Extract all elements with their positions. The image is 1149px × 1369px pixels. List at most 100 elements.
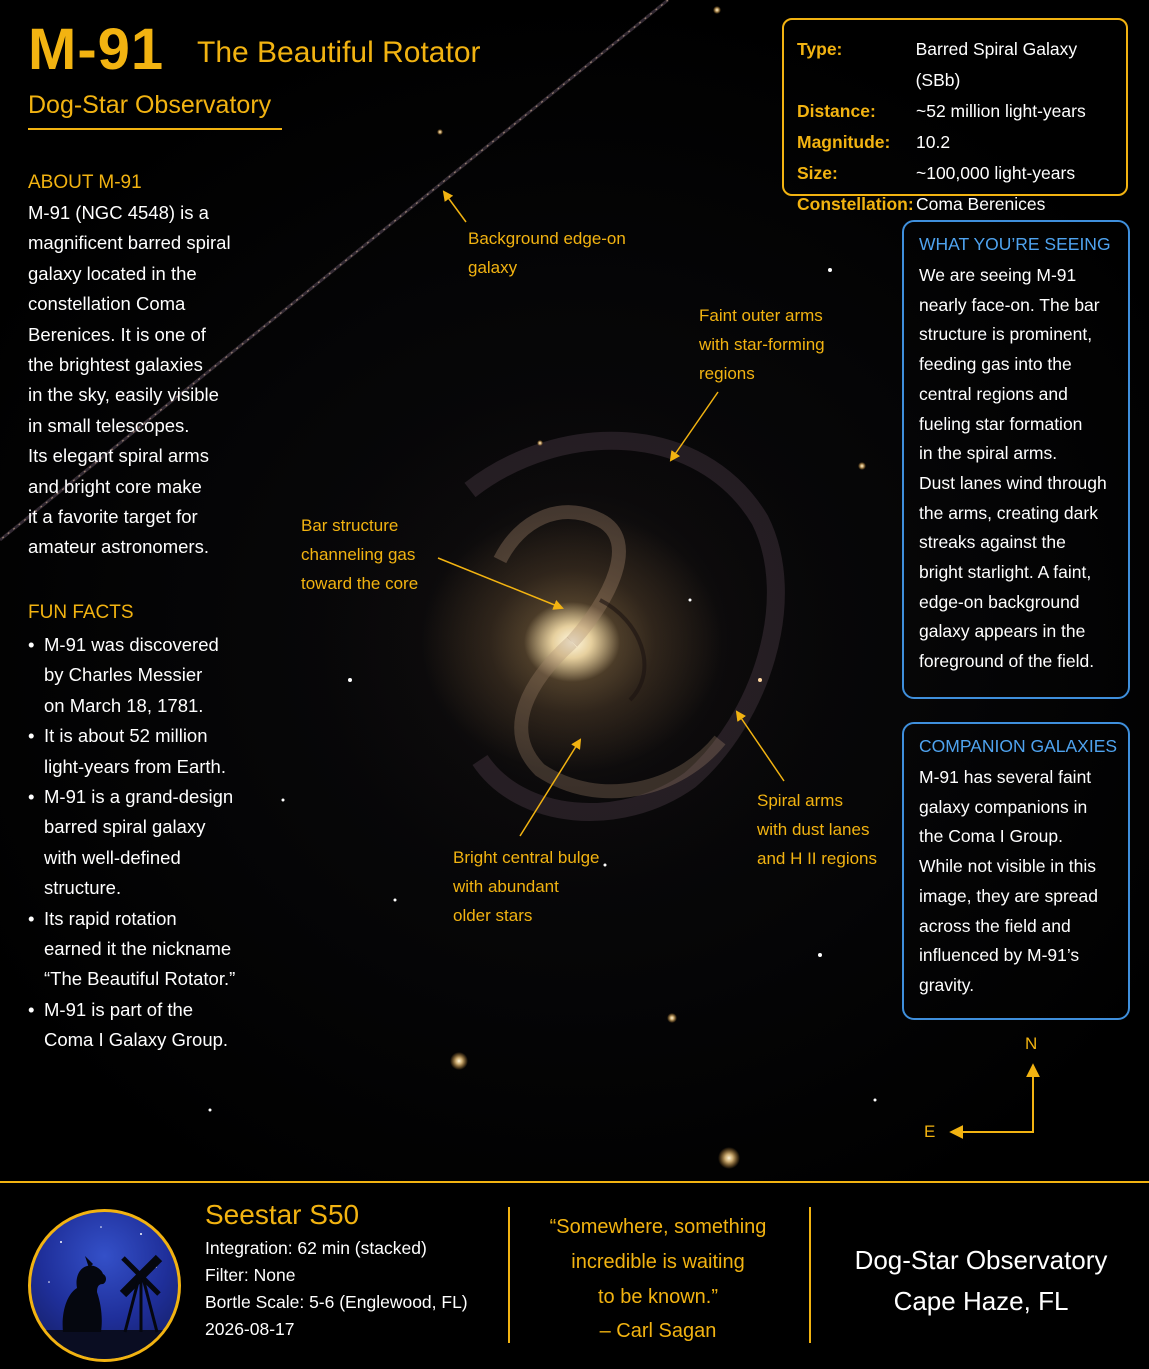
observatory-logo <box>28 1209 181 1362</box>
integration-time: Integration: 62 min (stacked) <box>205 1238 427 1258</box>
seeing-line: Dust lanes wind through <box>919 472 1107 493</box>
star <box>718 1147 740 1169</box>
seeing-line: fueling star formation <box>919 413 1083 434</box>
arrow-bar <box>437 557 564 610</box>
companions-line: across the field and <box>919 915 1071 936</box>
info-label: Constellation: <box>797 194 914 214</box>
seeing-line: central regions and <box>919 383 1068 404</box>
annotation-line: Bar structure <box>301 516 399 535</box>
star <box>873 1098 877 1102</box>
footer-divider <box>809 1207 811 1343</box>
fact-line: Coma I Galaxy Group. <box>44 1029 229 1051</box>
fun-fact-item: Its rapid rotation earned it the nicknam… <box>28 904 268 995</box>
fact-line: on March 18, 1781. <box>44 694 204 716</box>
annotation-line: Background edge-on <box>468 229 626 248</box>
star <box>537 440 543 446</box>
fact-line: It is about 52 million <box>44 725 208 747</box>
star <box>818 953 822 957</box>
star <box>393 898 397 902</box>
info-label: Distance: <box>797 101 876 121</box>
info-value: Barred Spiral Galaxy (SBb) <box>915 39 1078 90</box>
seeing-heading: WHAT YOU’RE SEEING <box>919 234 1111 254</box>
telescope-name: Seestar S50 <box>205 1199 360 1230</box>
star <box>450 1052 468 1070</box>
observatory-subtitle: Dog-Star Observatory <box>28 91 282 130</box>
info-value: 10.2 <box>916 132 951 152</box>
galaxy-image <box>0 0 1040 1169</box>
info-value: Coma Berenices <box>916 194 1046 214</box>
about-text: M-91 (NGC 4548) is a magnificent barred … <box>28 198 268 563</box>
fact-line: M-91 is part of the <box>44 998 194 1020</box>
annotation-line: Faint outer arms <box>699 306 823 325</box>
about-line: M-91 (NGC 4548) is a <box>28 202 209 223</box>
info-value: ~52 million light-years <box>916 101 1086 121</box>
seeing-line: in the spiral arms. <box>919 443 1058 464</box>
fact-line: “The Beautiful Rotator.” <box>44 968 236 990</box>
info-row-magnitude: Magnitude: 10.2 <box>797 127 1126 158</box>
compass-east-label: E <box>924 1122 936 1141</box>
arrow-bulge <box>519 738 582 837</box>
about-line: in small telescopes. <box>28 414 190 436</box>
about-line: Its elegant spiral arms <box>28 445 209 467</box>
quote-author: – Carl Sagan <box>599 1320 717 1343</box>
edge-on-galaxy-core <box>0 0 669 541</box>
companions-line: While not visible in this <box>919 856 1097 877</box>
fact-line: earned it the nickname <box>44 938 232 960</box>
fun-fact-item: M-91 is part of the Coma I Galaxy Group. <box>28 995 268 1056</box>
footer: Seestar S50 Integration: 62 min (stacked… <box>0 1181 1149 1369</box>
companions-line: image, they are spread <box>919 885 1098 906</box>
fact-line: by Charles Messier <box>44 664 203 686</box>
info-row-type: Type: Barred Spiral Galaxy (SBb) <box>797 34 1126 96</box>
fact-line: with well-defined <box>44 846 181 868</box>
arrow-outer-arms <box>669 391 719 462</box>
fun-fact-item: M-91 was discovered by Charles Messier o… <box>28 630 268 721</box>
seeing-line: feeding gas into the <box>919 354 1072 375</box>
quote-line: “Somewhere, something <box>549 1216 767 1238</box>
footer-divider <box>508 1207 510 1343</box>
seeing-line: the arms, creating dark <box>919 502 1098 523</box>
fact-line: light-years from Earth. <box>44 755 226 777</box>
quote-line: to be known.” <box>597 1285 719 1308</box>
info-label: Magnitude: <box>797 132 891 152</box>
about-line: galaxy located in the <box>28 262 197 284</box>
star <box>688 598 692 602</box>
info-row-distance: Distance: ~52 million light-years <box>797 96 1126 127</box>
about-line: constellation Coma <box>28 293 186 315</box>
arrow-background-galaxy <box>442 190 467 223</box>
companions-line: galaxy companions in <box>919 796 1088 817</box>
star <box>828 268 832 272</box>
seeing-line: nearly face-on. The bar <box>919 294 1100 315</box>
fact-line: barred spiral galaxy <box>44 816 206 838</box>
info-value: ~100,000 light-years <box>916 163 1076 183</box>
capture-date: 2026-08-17 <box>205 1319 295 1339</box>
about-line: Berenices. It is one of <box>28 323 206 345</box>
fact-line: M-91 was discovered <box>44 634 219 655</box>
info-row-size: Size: ~100,000 light-years <box>797 158 1126 189</box>
dog-telescope-icon <box>31 1226 178 1359</box>
seeing-line: edge-on background <box>919 591 1080 612</box>
companions-text: M-91 has several faint galaxy companions… <box>919 763 1128 1001</box>
fun-fact-item: It is about 52 million light-years from … <box>28 721 268 782</box>
star <box>208 1108 212 1112</box>
about-line: and bright core make <box>28 475 202 497</box>
info-label: Type: <box>797 39 843 59</box>
annotation-line: Bright central bulge <box>453 848 600 867</box>
annotation-line: channeling gas <box>301 544 416 564</box>
filter-info: Filter: None <box>205 1265 296 1285</box>
companions-heading: COMPANION GALAXIES <box>919 736 1118 756</box>
observatory-name: Dog-Star Observatory <box>854 1245 1108 1275</box>
companions-line: M-91 has several faint <box>919 767 1092 787</box>
info-label: Size: <box>797 163 838 183</box>
annotation-line: Spiral arms <box>757 791 843 810</box>
seeing-text: We are seeing M-91 nearly face-on. The b… <box>919 261 1128 677</box>
annotation-bar-structure: Bar structure channeling gas toward the … <box>301 512 418 598</box>
annotation-spiral-arms: Spiral arms with dust lanes and H II reg… <box>757 787 877 873</box>
annotation-line: regions <box>699 363 755 383</box>
quote: “Somewhere, something incredible is wait… <box>520 1210 796 1349</box>
spiral-arm-outer <box>464 431 785 821</box>
compass-north-label: N <box>1025 1034 1038 1053</box>
info-panel: Type: Barred Spiral Galaxy (SBb) Distance… <box>782 18 1128 214</box>
arrow-spiral-arms <box>735 710 785 782</box>
fact-line: Its rapid rotation <box>44 907 177 929</box>
dust-lane <box>599 598 647 702</box>
